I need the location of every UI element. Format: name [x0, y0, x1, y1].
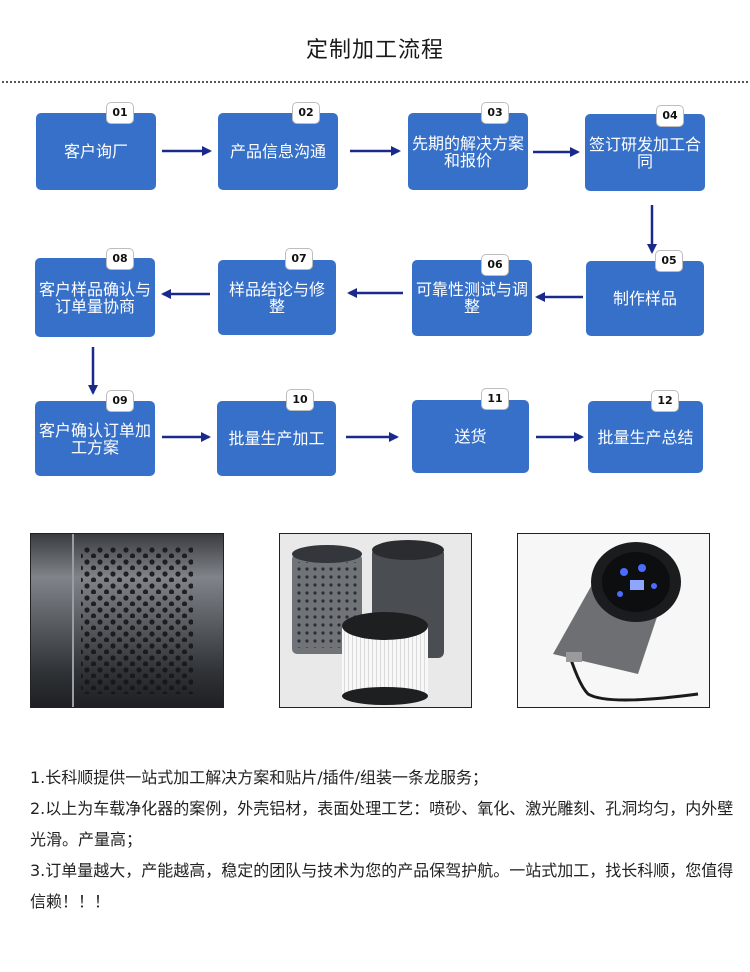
- step-label: 客户询厂: [63, 142, 128, 161]
- step-label: 批量生产总结: [597, 427, 694, 447]
- description-notes: 1.长科顺提供一站式加工解决方案和贴片/插件/组装一条龙服务； 2.以上为车载净…: [30, 762, 742, 917]
- step-badge: 12: [651, 390, 679, 412]
- step-03: 先期的解决方案和报价: [408, 113, 528, 190]
- perforated-tube-photo: [30, 533, 224, 708]
- step-label: 签订研发加工合同: [589, 134, 702, 171]
- page-title: 定制加工流程: [305, 38, 444, 63]
- step-badge: 10: [286, 389, 314, 411]
- step-badge: 09: [106, 390, 134, 412]
- dotted-divider: [2, 81, 748, 83]
- step-05: 制作样品: [586, 261, 704, 336]
- step-badge: 06: [481, 254, 509, 276]
- note-3: 3.订单量越大，产能越高，稳定的团队与技术为您的产品保驾护航。一站式加工，找长科…: [30, 861, 734, 911]
- car-air-purifier-photo: [517, 533, 710, 708]
- step-label: 可靠性测试与调整: [416, 280, 529, 316]
- step-badge: 03: [481, 102, 509, 124]
- step-label: 客户确认订单加工方案: [39, 420, 152, 457]
- step-badge: 05: [655, 250, 683, 272]
- step-badge: 08: [106, 248, 134, 270]
- step-badge: 02: [292, 102, 320, 124]
- step-label: 批量生产加工: [228, 429, 325, 448]
- note-1: 1.长科顺提供一站式加工解决方案和贴片/插件/组装一条龙服务；: [30, 768, 489, 787]
- step-badge: 04: [656, 105, 684, 127]
- note-2: 2.以上为车载净化器的案例，外壳铝材，表面处理工艺：喷砂、氧化、激光雕刻、孔洞均…: [30, 799, 734, 849]
- step-label: 先期的解决方案和报价: [412, 133, 525, 170]
- step-06: 可靠性测试与调整: [412, 260, 532, 336]
- step-09: 客户确认订单加工方案: [35, 401, 155, 476]
- step-07: 样品结论与修整: [218, 260, 336, 335]
- housing-filter-photo: [279, 533, 472, 708]
- step-08: 客户样品确认与订单量协商: [35, 258, 155, 337]
- step-04: 签订研发加工合同: [585, 114, 705, 191]
- step-label: 客户样品确认与订单量协商: [39, 279, 152, 316]
- step-label: 产品信息沟通: [229, 142, 326, 161]
- step-label: 制作样品: [612, 289, 677, 308]
- step-01: 客户询厂: [36, 113, 156, 190]
- step-12: 批量生产总结: [588, 401, 703, 473]
- step-badge: 01: [106, 102, 134, 124]
- step-10: 批量生产加工: [217, 401, 336, 476]
- flow-arrows: [88, 146, 657, 442]
- step-11: 送货: [412, 400, 529, 473]
- step-02: 产品信息沟通: [218, 113, 338, 190]
- step-badge: 11: [481, 388, 509, 410]
- step-label: 送货: [454, 427, 487, 446]
- step-label: 样品结论与修整: [228, 279, 325, 316]
- step-badge: 07: [285, 248, 313, 270]
